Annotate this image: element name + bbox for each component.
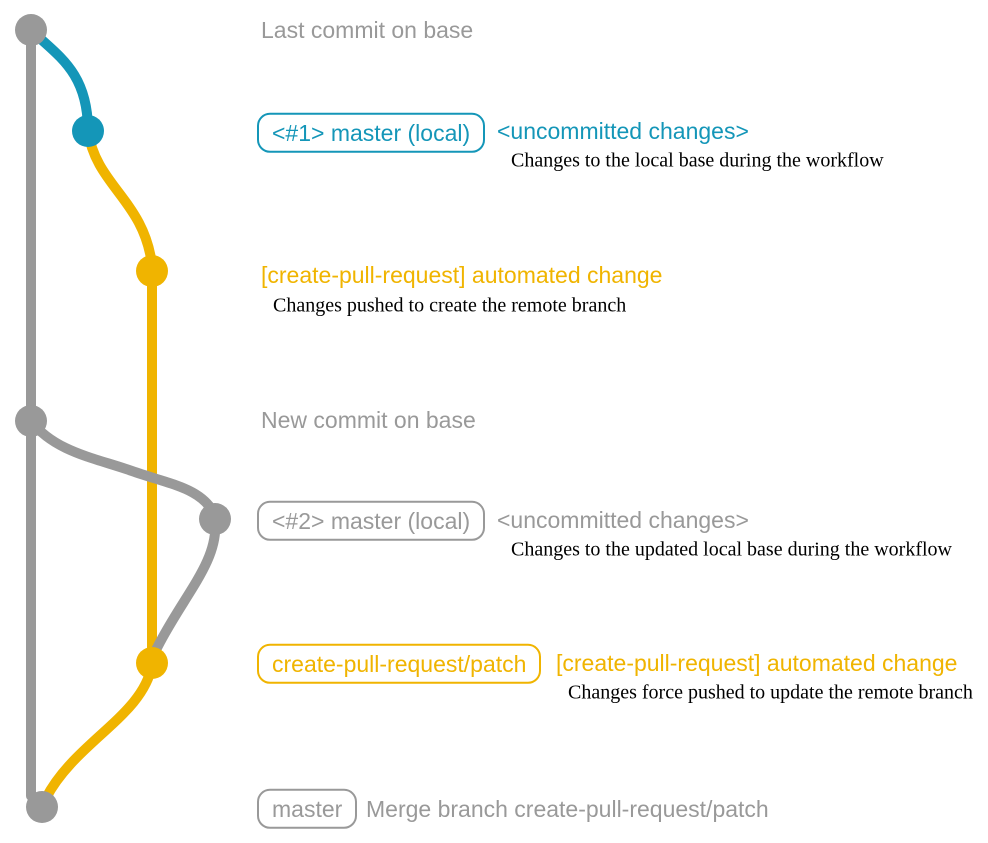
branch-out-curve (83, 126, 157, 270)
commit-1-master-local (72, 115, 104, 147)
label-uncommitted-changes-2: <uncommitted changes> (497, 506, 749, 533)
merge-curve (41, 660, 157, 803)
note-changes-force-pushed: Changes force pushed to update the remot… (568, 681, 973, 704)
label-uncommitted-changes-1: <uncommitted changes> (497, 117, 749, 144)
label-automated-change-2: [create-pull-request] automated change (556, 649, 958, 676)
commit-create-pull-request-2 (136, 647, 168, 679)
branch-badge-master: master (257, 788, 358, 830)
commit-merge (26, 791, 58, 823)
commit-last-base (15, 14, 47, 46)
branch-badge-master-local-2: <#2> master (local) (257, 500, 486, 542)
branch-badge-master-local-1: <#1> master (local) (257, 112, 486, 154)
commit-new-base (15, 405, 47, 437)
label-new-commit-on-base: New commit on base (261, 406, 476, 433)
force-push-curve (151, 516, 221, 655)
local-change-1-curve (26, 25, 93, 136)
note-local-base-changes: Changes to the local base during the wor… (511, 149, 884, 172)
commit-2-master-local (199, 503, 231, 535)
label-merge-branch: Merge branch create-pull-request/patch (366, 795, 769, 822)
note-changes-pushed: Changes pushed to create the remote bran… (273, 294, 627, 317)
note-updated-local-base-changes: Changes to the updated local base during… (511, 538, 952, 561)
branch-badge-create-pull-request-patch: create-pull-request/patch (257, 643, 542, 685)
new-base-branch-curve (26, 416, 221, 522)
commit-create-pull-request-1 (136, 255, 168, 287)
label-last-commit-on-base: Last commit on base (261, 16, 474, 43)
label-automated-change-1: [create-pull-request] automated change (261, 261, 663, 288)
